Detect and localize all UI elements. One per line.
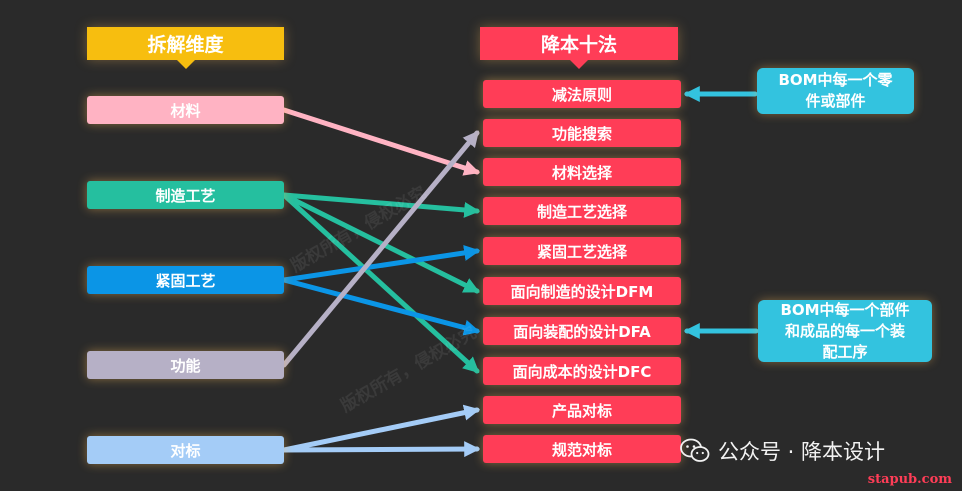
left-node-manufacturing: 制造工艺 (87, 181, 284, 209)
right-node-function-search: 功能搜索 (483, 119, 681, 147)
right-header: 降本十法 (480, 27, 678, 69)
connector-arrow (281, 244, 481, 283)
note-bom-assembly: BOM中每一个部件 和成品的每一个装 配工序 (758, 300, 932, 362)
connector-arrow (281, 404, 481, 453)
connector-arrow (281, 277, 481, 336)
note-line: 配工序 (822, 342, 868, 361)
note-line: 件或部件 (805, 92, 866, 110)
right-node-dfa: 面向装配的设计DFA (483, 317, 681, 345)
connector-arrow (281, 130, 480, 368)
left-node-material: 材料 (87, 96, 284, 124)
right-node-product-benchmark: 产品对标 (483, 396, 681, 424)
left-header: 拆解维度 (87, 27, 284, 69)
connector-arrow (281, 107, 481, 176)
right-node-subtraction-principle: 减法原则 (483, 80, 681, 108)
right-node-dfc: 面向成本的设计DFC (483, 357, 681, 385)
note-line: BOM中每一个部件 (780, 300, 910, 319)
connector-arrow (281, 441, 481, 458)
right-node-fastening-selection: 紧固工艺选择 (483, 237, 681, 265)
wechat-icon (680, 438, 710, 462)
right-node-process-selection: 制造工艺选择 (483, 197, 681, 225)
connector-arrow (281, 192, 480, 294)
connector-arrow (281, 192, 481, 218)
site-mark: stapub.com (867, 472, 952, 487)
footer-account: 公众号 · 降本设计 (680, 436, 885, 466)
connector-arrow (281, 192, 480, 374)
right-node-dfm: 面向制造的设计DFM (483, 277, 681, 305)
footer-label: 公众号 · 降本设计 (718, 440, 886, 464)
left-node-function: 功能 (87, 351, 284, 379)
note-line: 和成品的每一个装 (784, 321, 905, 340)
right-node-standard-benchmark: 规范对标 (483, 435, 681, 463)
right-node-material-selection: 材料选择 (483, 158, 681, 186)
note-bom-parts: BOM中每一个零 件或部件 (757, 68, 914, 114)
left-node-benchmark: 对标 (87, 436, 284, 464)
note-line: BOM中每一个零 (778, 71, 893, 89)
left-node-fastening: 紧固工艺 (87, 266, 284, 294)
